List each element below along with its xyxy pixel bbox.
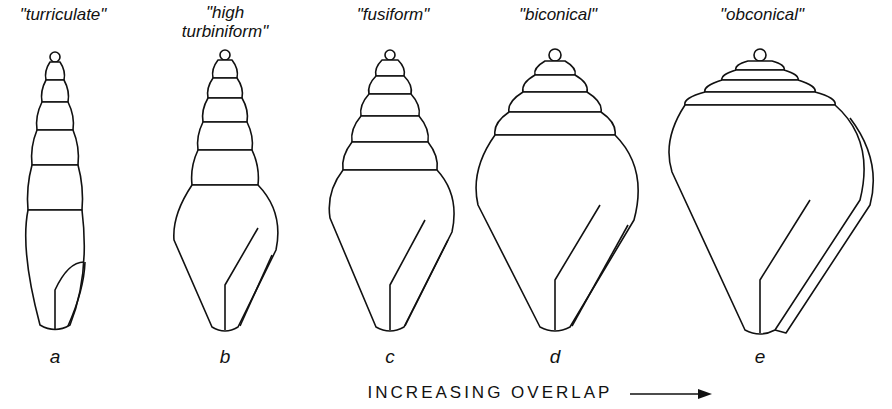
shell-outline [68,262,85,326]
shell-outline [198,122,253,150]
shell-outline [42,80,69,102]
shell-outline [50,52,60,62]
shell-outline [535,61,576,75]
overlap-arrow [630,389,712,399]
shape-name: "high turbiniform" [170,4,280,41]
shell-outline [669,105,864,334]
shell-outline [754,49,766,61]
figure-letter: a [40,347,70,368]
figure-letter: e [745,347,775,368]
shell-outline [343,142,438,170]
turriculate-shell [26,52,85,330]
fusiform-shell [329,50,454,331]
shell-outline [240,255,272,326]
high-turbiniform-shell [174,50,278,331]
shell-outline [476,135,638,331]
shell-outline [26,210,85,330]
shell-outline [32,130,79,165]
shell-outline [203,98,248,122]
figure-letter: d [540,347,570,368]
shape-name: "turriculate" [3,6,123,25]
shell-outline [722,70,798,80]
shell-outline [705,80,815,92]
shell-outline [28,165,83,210]
shape-name: "obconical" [687,6,837,25]
obconical-shell [669,49,873,334]
shell-outline [225,228,258,330]
shell-outline [192,150,259,185]
shell-outline [390,220,425,330]
shell-outline [361,94,420,116]
shell-outline [55,262,84,330]
shell-outline [736,61,785,70]
shell-outline [495,112,615,135]
shell-outline [630,393,700,395]
shape-name: "biconical" [488,6,628,25]
shell-outline [685,92,835,105]
shell-outline [208,78,243,98]
shell-outline [174,185,278,331]
shell-outline [405,240,448,326]
shell-outline [509,92,601,112]
axis-caption: INCREASING OVERLAP [345,384,635,403]
figure-letter: b [210,347,240,368]
shape-name: "fusiform" [328,6,458,25]
shell-outline [46,62,65,80]
shell-outline [549,49,561,61]
shell-outline [376,60,405,76]
shell-outline [555,205,600,330]
shell-outline [329,170,454,331]
shell-outline [523,75,588,92]
shell-outline [698,389,712,399]
shell-outline [213,60,238,78]
shell-outline [352,116,429,142]
shell-outline [369,76,412,94]
shell-outline [572,225,628,326]
shell-outline [220,50,230,60]
shell-outline [385,50,395,60]
figure-letter: c [375,347,405,368]
shell-outline [37,102,74,130]
biconical-shell [476,49,638,331]
shell-outline [760,200,810,333]
